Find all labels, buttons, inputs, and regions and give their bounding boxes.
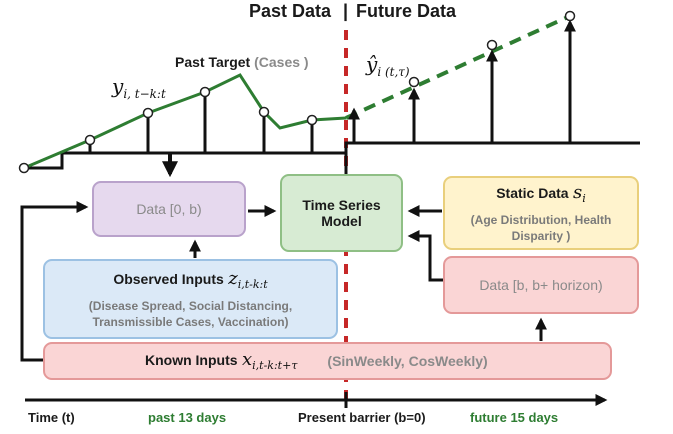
forecast-symbol: ŷi (t,τ)	[366, 52, 410, 79]
time-series-model-box: Time Series Model	[280, 174, 403, 252]
observed-inputs-details: (Disease Spread, Social Distancing, Tran…	[88, 298, 293, 329]
past-target-symbol: yi, t−k:t	[112, 74, 166, 101]
observed-inputs-box: Observed Inputs zi,t-k:t (Disease Spread…	[43, 259, 338, 339]
static-data-title: Static Data si	[496, 182, 586, 206]
known-inputs-details: (SinWeekly, CosWeekly)	[327, 353, 488, 369]
present-barrier-label: Present barrier (b=0)	[298, 410, 426, 425]
static-data-box: Static Data si (Age Distribution, Health…	[443, 176, 639, 250]
observed-inputs-title: Observed Inputs zi,t-k:t	[113, 268, 268, 292]
past-days-label: past 13 days	[148, 410, 227, 425]
past-target-points	[18, 86, 318, 174]
future-step-baseline	[344, 141, 640, 153]
known-inputs-box: Known Inputs xi,t-k:t+τ (SinWeekly, CosW…	[43, 342, 612, 380]
time-axis-label: Time (t)	[28, 410, 75, 425]
known-inputs-title: Known Inputs xi,t-k:t+τ	[145, 349, 298, 373]
static-data-details: (Age Distribution, Health Disparity )	[470, 212, 612, 243]
arrow-datafuture-to-model	[407, 230, 443, 282]
arrow-known-to-data	[20, 201, 89, 362]
header-separator: |	[343, 1, 349, 21]
future-forecast-arrows	[348, 19, 576, 143]
past-target-label: Past Target (Cases )	[175, 54, 309, 70]
future-days-label: future 15 days	[470, 410, 559, 425]
data-future-box: Data [b, b+ horizon)	[443, 256, 639, 314]
header-past: Past Data	[249, 1, 332, 21]
past-step-baseline	[24, 151, 346, 170]
data-past-box: Data [0, b)	[92, 181, 246, 237]
future-forecast-points	[408, 10, 576, 88]
header-future: Future Data	[356, 1, 457, 21]
past-target-line	[23, 73, 347, 170]
future-forecast-line	[345, 14, 571, 120]
past-target-stems	[88, 92, 314, 153]
